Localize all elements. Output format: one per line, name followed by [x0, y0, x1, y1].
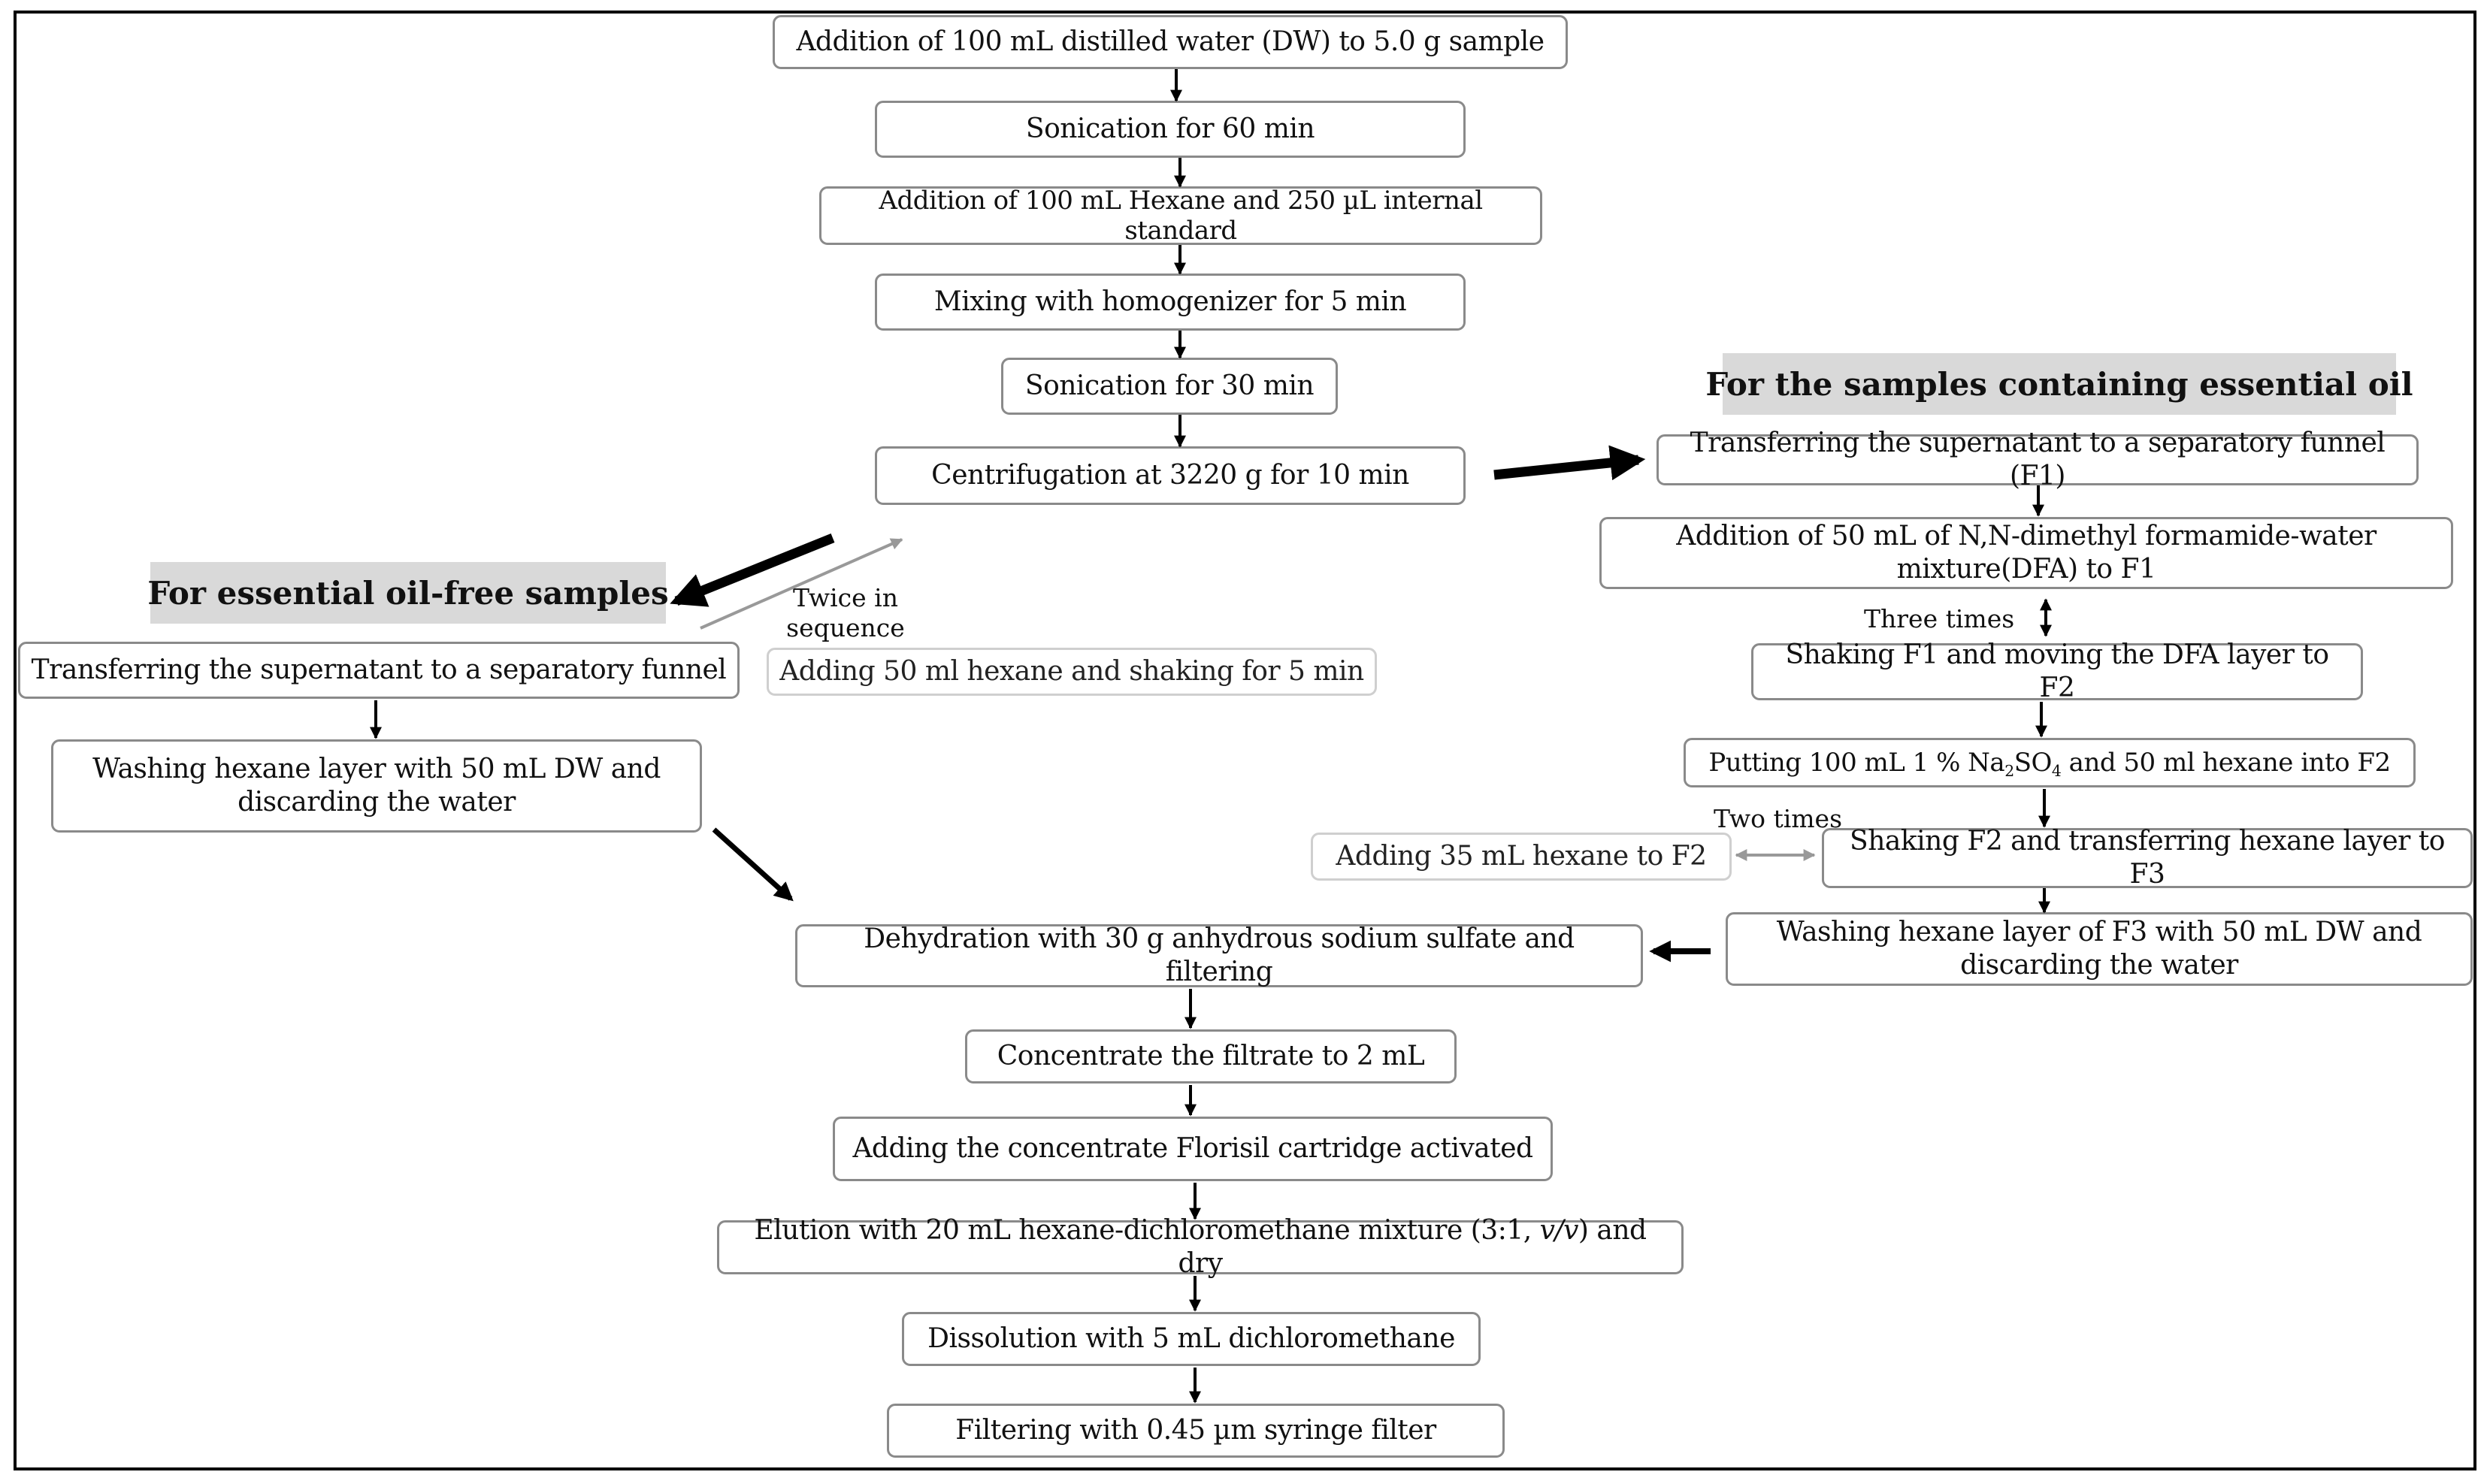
- step-add-hexane-standard: Addition of 100 mL Hexane and 250 µL int…: [819, 186, 1542, 246]
- step-dissolution: Dissolution with 5 mL dichloromethane: [902, 1312, 1481, 1366]
- step-transfer-supernatant-left: Transferring the supernatant to a separa…: [18, 642, 740, 699]
- step-sonication-60: Sonication for 60 min: [875, 101, 1466, 158]
- step-washing-f3: Washing hexane layer of F3 with 50 mL DW…: [1726, 912, 2473, 986]
- step-dehydration: Dehydration with 30 g anhydrous sodium s…: [795, 923, 1643, 987]
- step-washing-hexane-left: Washing hexane layer with 50 mL DW and d…: [51, 739, 702, 833]
- step-elution: Elution with 20 mL hexane-dichloromethan…: [717, 1215, 1684, 1279]
- step-shaking-f2: Shaking F2 and transferring hexane layer…: [1822, 826, 2473, 890]
- label-three-times: Three times: [1864, 604, 2015, 633]
- header-essential-oil-samples: For the samples containing essential oil: [1705, 353, 2413, 415]
- arrow-to-essential-oil: [1493, 445, 1646, 481]
- step-addition-dfa: Addition of 50 mL of N,N-dimethyl formam…: [1599, 517, 2453, 589]
- step-sonication-30: Sonication for 30 min: [1001, 358, 1338, 415]
- step-adding-50ml-hexane: Adding 50 ml hexane and shaking for 5 mi…: [767, 648, 1377, 696]
- label-two-times: Two times: [1714, 804, 1843, 833]
- step-shaking-f1: Shaking F1 and moving the DFA layer to F…: [1751, 639, 2363, 703]
- step-florisil-cartridge: Adding the concentrate Florisil cartridg…: [833, 1117, 1553, 1181]
- step-concentrate-filtrate: Concentrate the filtrate to 2 mL: [965, 1029, 1457, 1084]
- step-add-distilled-water: Addition of 100 mL distilled water (DW) …: [773, 15, 1568, 69]
- header-oil-free-samples: For essential oil-free samples: [147, 562, 669, 624]
- label-twice-in-sequence: Twice in sequence: [786, 583, 905, 642]
- arrow-to-oil-free: [670, 533, 835, 607]
- step-centrifugation: Centrifugation at 3220 g for 10 min: [875, 446, 1466, 505]
- step-mixing-homogenizer: Mixing with homogenizer for 5 min: [875, 274, 1466, 331]
- step-adding-35ml-hexane: Adding 35 mL hexane to F2: [1311, 833, 1732, 881]
- step-filtering-syringe: Filtering with 0.45 µm syringe filter: [887, 1404, 1505, 1458]
- step-transfer-supernatant-f1: Transferring the supernatant to a separa…: [1656, 428, 2419, 491]
- arrow-l2-dehydration: [712, 827, 794, 902]
- arrow-gray-twice: [700, 538, 903, 630]
- step-putting-na2so4: Putting 100 mL 1 % Na2SO4 and 50 ml hexa…: [1684, 738, 2416, 787]
